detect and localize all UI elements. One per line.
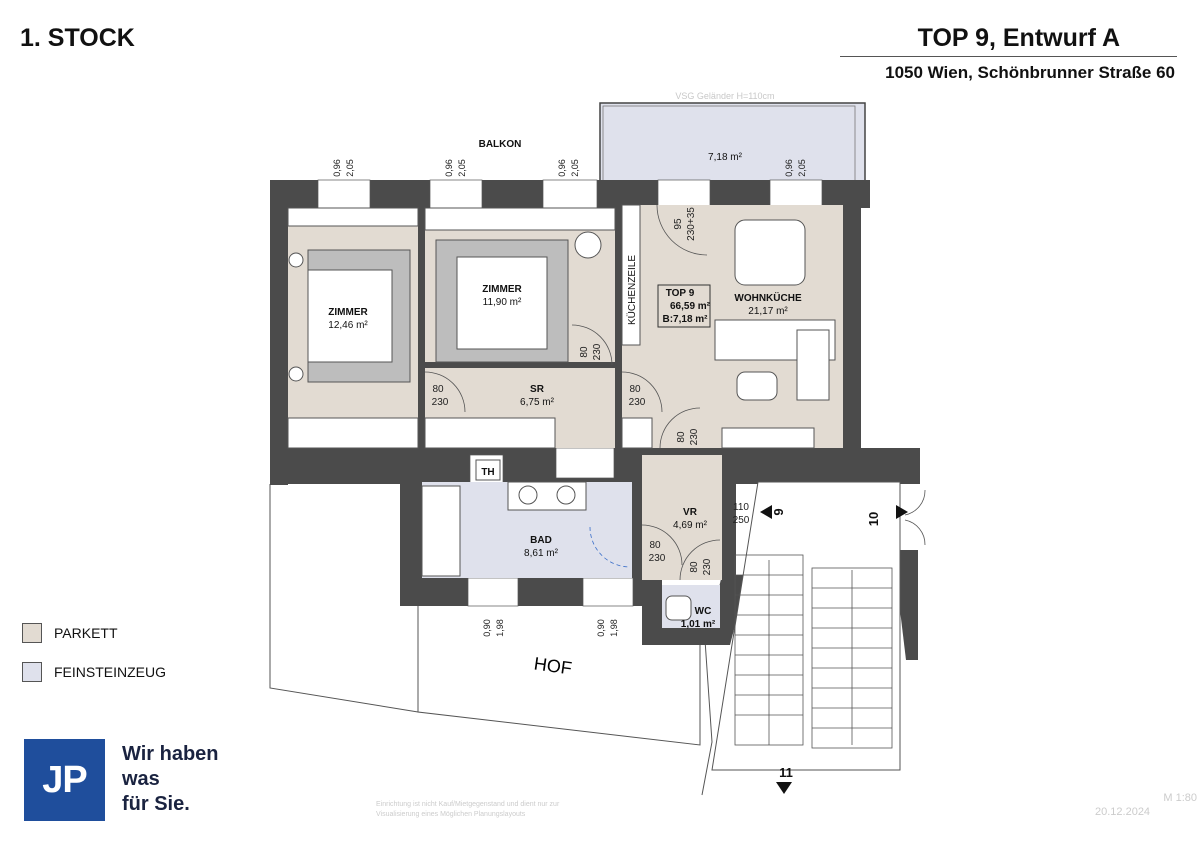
vr-name: VR [683,507,698,518]
address: 1050 Wien, Schönbrunner Straße 60 [885,63,1175,82]
zimmer2-area: 11,90 m² [483,297,522,308]
railing-note: VSG Geländer H=110cm [675,91,774,101]
svg-text:80: 80 [629,384,641,395]
courtyard-outline [269,484,713,796]
company-logo: JP [24,739,105,821]
svg-text:80: 80 [676,431,687,443]
plan-title: TOP 9, Entwurf A [917,24,1120,52]
svg-text:110: 110 [733,502,749,513]
sr-name: SR [530,384,545,395]
svg-text:2,05: 2,05 [570,159,580,177]
feinsteinzeug-swatch [22,662,42,682]
wohnkueche-name: WOHNKÜCHE [734,291,802,304]
wohnkueche-area: 21,17 m² [748,306,788,317]
top-name: TOP 9 [666,288,695,299]
furniture [287,204,836,621]
svg-text:0,96: 0,96 [332,159,342,177]
plan-date: 20.12.2024 [1095,806,1151,818]
bad-area: 8,61 m² [524,548,559,559]
parkett-swatch [22,623,42,643]
top-box [657,284,711,328]
scale-label: M 1:80 [1163,792,1197,804]
svg-text:0,96: 0,96 [784,159,794,177]
legend-parkett: PARKETT [22,623,118,643]
svg-text:230: 230 [629,397,646,408]
staircase [711,481,908,794]
balcony [599,102,866,182]
balkon-area: 7,18 m² [708,152,743,163]
zimmer2-name: ZIMMER [482,284,522,295]
window-dimensions: 0,96 2,05 0,96 2,05 0,96 2,05 0,96 2,05 … [332,159,807,637]
svg-text:1,98: 1,98 [495,619,505,637]
svg-text:230: 230 [649,553,666,564]
svg-text:250: 250 [733,515,750,526]
sr-area: 6,75 m² [520,397,555,408]
entrance-arrow-11 [776,782,792,794]
legend-label: FEINSTEINZEUG [54,664,167,680]
door-dimensions: 80 230 80 230 80 230 80 230 95 230+35 80… [432,207,750,576]
svg-text:0,90: 0,90 [482,619,492,637]
kuechenzeile-label: KÜCHENZEILE [626,255,638,325]
svg-text:80: 80 [579,346,590,358]
entrance-arrow-9 [760,505,772,519]
svg-text:230: 230 [432,397,449,408]
svg-text:230+35: 230+35 [686,207,697,241]
balkon-name: BALKON [479,139,522,150]
top-balcony-area: B:7,18 m² [662,314,708,325]
svg-text:2,05: 2,05 [457,159,467,177]
svg-text:80: 80 [689,561,700,573]
svg-text:0,96: 0,96 [557,159,567,177]
zimmer1-area: 12,46 m² [328,320,368,331]
wc-area: 1,01 m² [681,619,716,630]
stair-number-11: 11 [779,765,793,780]
svg-text:230: 230 [689,428,700,445]
svg-text:1,98: 1,98 [609,619,619,637]
svg-text:230: 230 [702,558,713,575]
svg-text:80: 80 [432,384,444,395]
hof-label: HOF [533,653,573,678]
floor-label: 1. STOCK [20,24,135,52]
svg-text:2,05: 2,05 [345,159,355,177]
svg-text:95: 95 [673,218,684,230]
title-divider [840,56,1177,57]
th-label: TH [481,467,494,478]
svg-text:0,90: 0,90 [596,619,606,637]
entrance-arrow-10 [896,505,908,519]
svg-text:2,05: 2,05 [797,159,807,177]
legend-feinsteinzeug: FEINSTEINZEUG [22,662,166,682]
svg-text:80: 80 [649,540,661,551]
svg-text:0,96: 0,96 [444,159,454,177]
stair-number-10: 10 [866,512,881,526]
zimmer1-name: ZIMMER [328,307,368,318]
door-swings [424,204,926,581]
stair-number-9: 9 [771,508,786,515]
bad-name: BAD [530,535,552,546]
svg-text:230: 230 [592,343,603,360]
wc-name: WC [695,606,712,617]
top-area: 66,59 m² [670,301,711,312]
disclaimer: Einrichtung ist nicht Kauf/Mietgegenstan… [376,801,560,818]
vr-area: 4,69 m² [673,520,708,531]
legend-label: PARKETT [54,625,118,641]
